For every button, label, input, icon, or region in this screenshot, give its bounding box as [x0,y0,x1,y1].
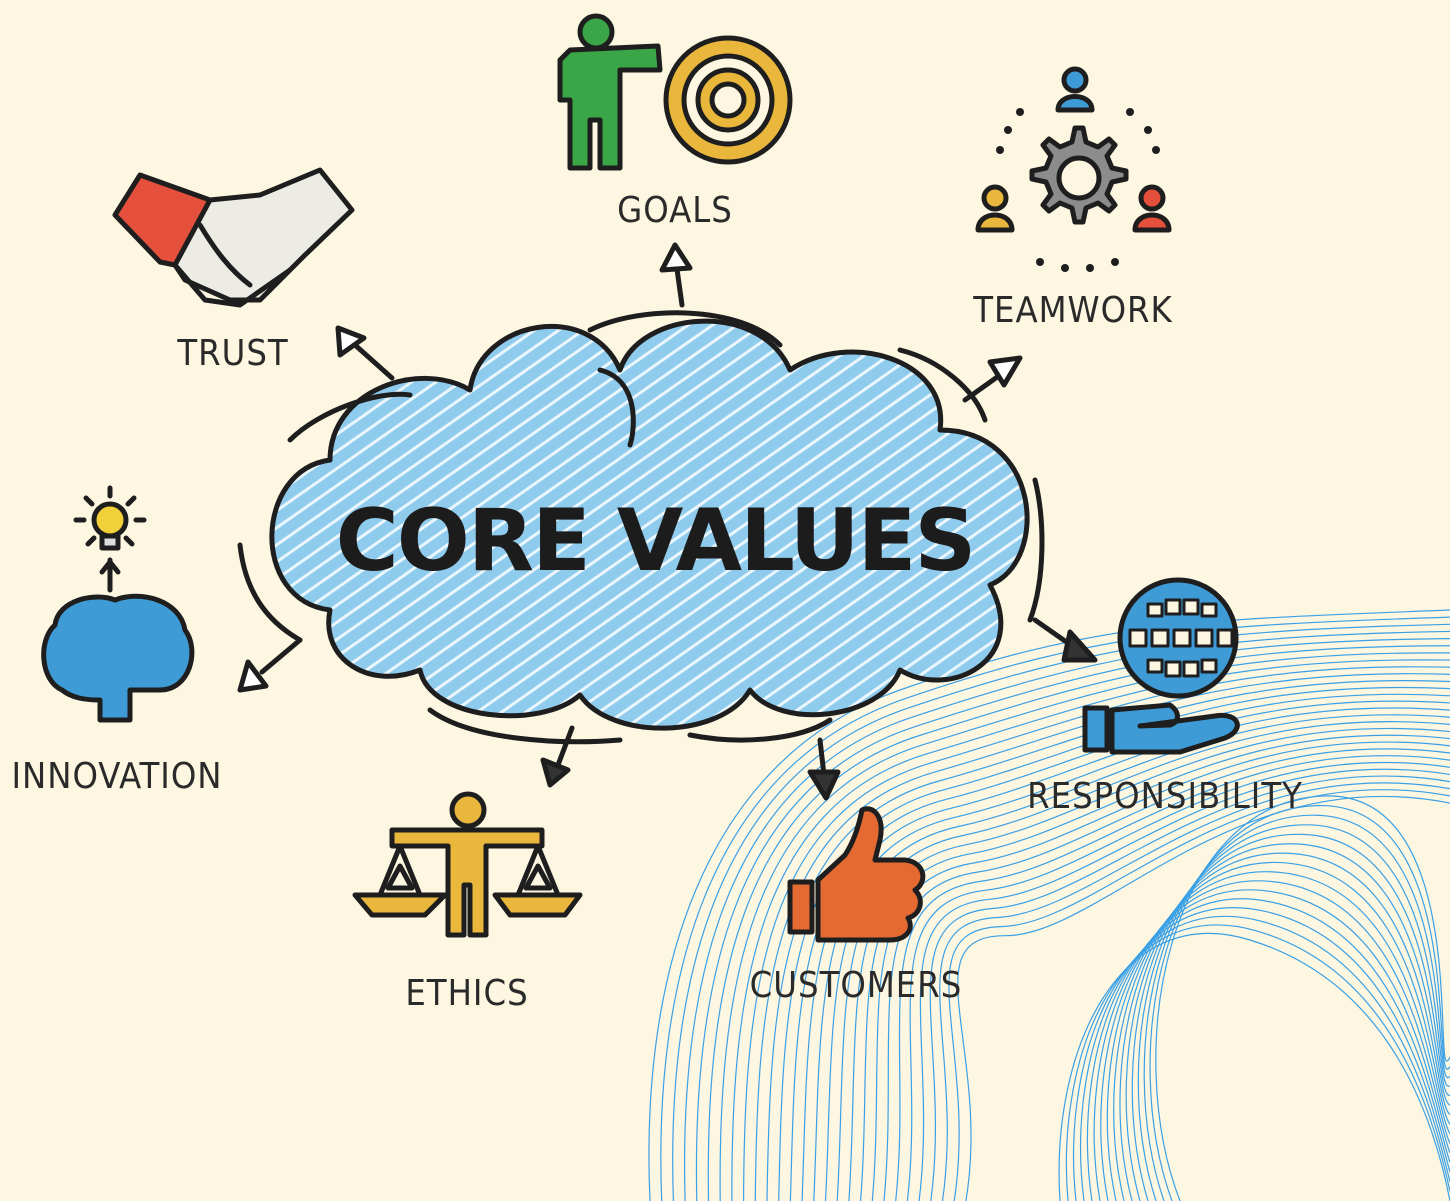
wave-line [883,748,1450,1201]
wave-line [1100,880,1450,1201]
wave-line [929,775,1450,1201]
wave-line [1155,795,1450,1201]
arrow-responsibility [1032,617,1098,663]
ethics-label: ETHICS [405,973,528,1014]
wave-line [1137,824,1450,1201]
wave-line [895,755,1450,1201]
arrow-customers [807,737,841,801]
thumbs-up-icon [787,806,926,943]
wave-line [1065,924,1450,1201]
wave-line [1086,898,1450,1201]
wave-line [1072,915,1450,1201]
wave-line [906,761,1450,1201]
wave-line [1106,871,1450,1201]
wave-line [754,673,1450,1201]
wave-line [707,645,1450,1201]
arrow-innovation [237,637,303,693]
wave-line [684,630,1450,1201]
brain-lightbulb-icon [41,485,195,723]
wave-line [766,680,1450,1201]
wave-line [1143,814,1450,1201]
wave-line [836,720,1450,1201]
innovation-label: INNOVATION [11,756,222,797]
wave-line [743,666,1450,1201]
wave-line [648,609,1450,1201]
wave-line [672,623,1450,1201]
customers-label: CUSTOMERS [750,965,963,1006]
globe-hand-icon [1082,577,1240,755]
wave-line [719,652,1450,1201]
wave-line [1093,889,1450,1201]
wave-line [918,768,1450,1201]
team-gear-icon [975,66,1172,272]
wave-line [824,714,1450,1201]
wave-line [939,782,1450,1201]
arrow-teamwork [962,355,1023,403]
scales-person-icon [352,791,583,938]
wave-line [731,659,1450,1201]
arrow-goals [659,242,693,308]
core-values-cloud: CORE VALUES [237,310,1045,745]
wave-line [1119,852,1450,1201]
wave-line [789,693,1450,1201]
wave-line [1058,933,1450,1201]
wave-line [871,741,1450,1201]
wave-line [695,638,1450,1201]
arrow-trust [335,325,395,381]
wave-line [778,686,1450,1201]
wave-line [1131,833,1450,1201]
trust-label: TRUST [176,333,288,374]
wave-line [1113,861,1450,1201]
wave-line [957,795,1450,1201]
wave-line [660,616,1450,1201]
wave-lines-decoration [648,609,1450,1201]
wave-line [1149,804,1450,1201]
wave-line [1080,907,1450,1201]
wave-line [801,700,1450,1201]
person-target-icon [557,13,793,171]
handshake-icon [112,167,355,308]
wave-line [813,707,1450,1201]
wave-line [848,727,1450,1201]
arrow-ethics [540,725,575,788]
teamwork-label: TEAMWORK [972,290,1173,331]
responsibility-label: RESPONSIBILITY [1027,776,1303,817]
diagram-title: CORE VALUES [336,491,975,591]
connector-arrows [237,242,1098,801]
wave-line [1125,843,1450,1201]
goals-label: GOALS [617,190,733,231]
wave-line [860,734,1450,1201]
